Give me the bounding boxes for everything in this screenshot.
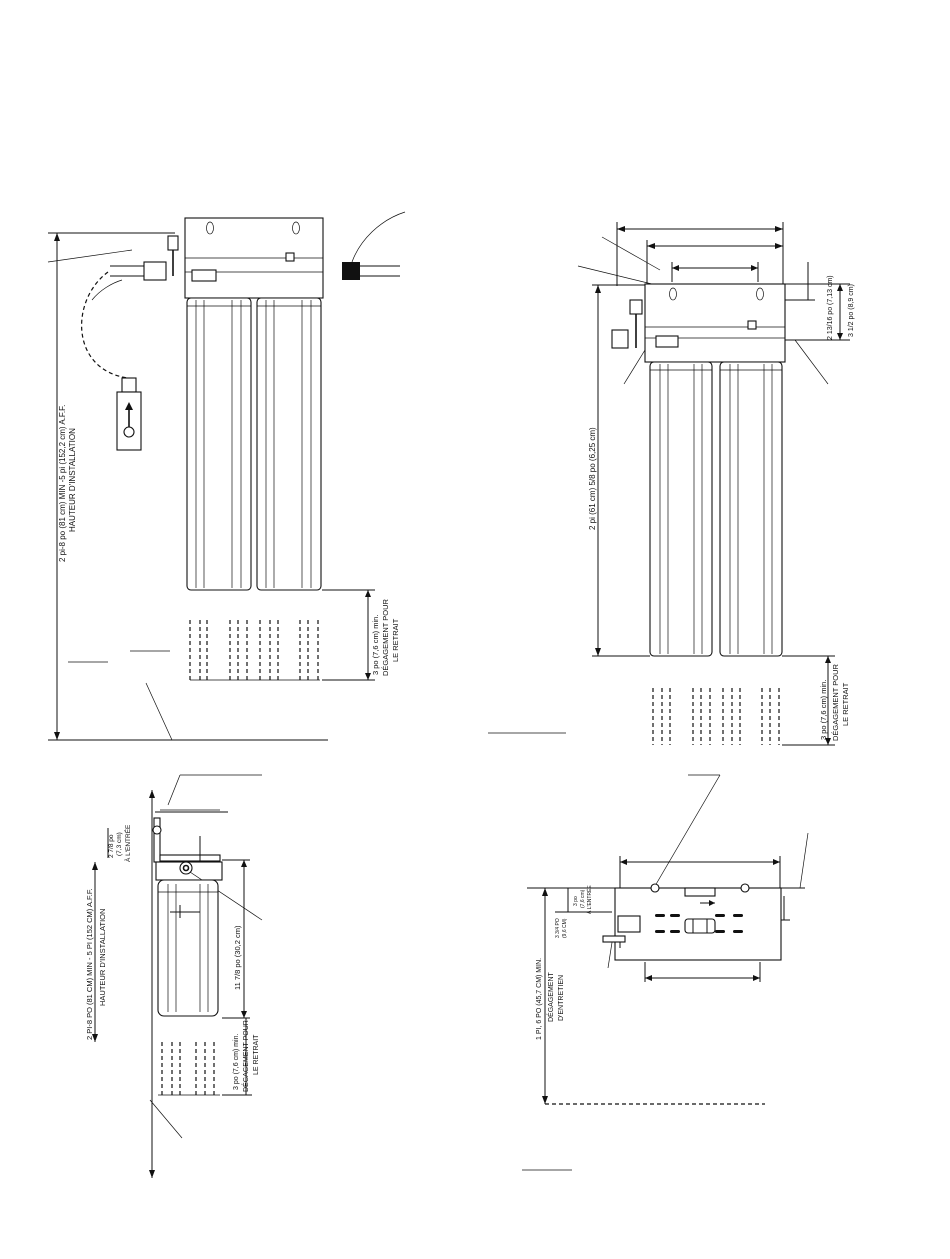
profile-clearance-label-1: 3 po (7,6 cm) min. <box>233 1034 240 1090</box>
top-service-label-1: 1 PI, 6 PO (45,7 CM) MIN. <box>536 958 543 1040</box>
top-side-dim-2: (9,6 CM) <box>562 918 568 938</box>
profile-view: 2 7/8 po (7,3 cm) À L'ENTRÉE 2 PI-8 PO (… <box>85 774 263 1178</box>
front-height-label: 2 pi (61 cm) 5/8 po (6,25 cm) <box>588 427 597 530</box>
profile-clearance-label-3: LE RETRAIT <box>253 1034 260 1075</box>
side-clearance-label-2: DÉGAGEMENT POUR <box>381 598 390 676</box>
top-service-label-2: DÉGAGEMENT <box>546 971 555 1022</box>
top-service-label-3: D'ENTRETIEN <box>558 975 565 1021</box>
side-height-label-1: 2 pi-8 po (81 cm) MIN -5 pi (152,2 cm) A… <box>58 405 67 562</box>
front-dim-right-1: 2 13/16 po (7,13 cm) <box>827 275 834 340</box>
profile-clearance-label-2: DÉGAGEMENT POUR <box>241 1020 250 1092</box>
front-view: 2 pi (61 cm) 5/8 po (6,25 cm) 2 13/16 po… <box>488 222 855 746</box>
profile-height-label-2: HAUTEUR D'INSTALLATION <box>98 909 107 1006</box>
front-clearance-label-3: LE RETRAIT <box>841 682 850 726</box>
front-dim-right-2: 3 1/2 po (8,9 cm) <box>848 284 855 337</box>
side-height-label-2: HAUTEUR D'INSTALLATION <box>68 428 77 532</box>
profile-height-label-1: 2 PI-8 PO (81 CM) MIN - 5 PI (152 CM) A.… <box>85 888 94 1040</box>
front-cartridge-housings <box>649 361 783 657</box>
profile-depth-label: 11 7/8 po (30,2 cm) <box>233 925 242 990</box>
side-removal-clearance <box>189 620 320 681</box>
front-removal-clearance <box>652 688 780 745</box>
side-clearance-label-3: LE RETRAIT <box>391 618 400 662</box>
top-view: 3 po (7,6 cm) À L'ENTRÉE 3 3/4 PO (9,6 C… <box>522 774 809 1171</box>
profile-inlet-dim-2: (7,3 cm) <box>116 832 123 856</box>
profile-inlet-dim-3: À L'ENTRÉE <box>123 824 132 862</box>
side-cartridge-housings <box>186 297 322 591</box>
front-clearance-label-1: 3 po (7,6 cm) min. <box>819 680 828 740</box>
side-installation-view: 2 pi-8 po (81 cm) MIN -5 pi (152,2 cm) A… <box>47 211 406 741</box>
top-mounting-slots <box>655 914 743 933</box>
top-inlet-dim-3: À L'ENTRÉE <box>586 885 593 914</box>
side-clearance-label-1: 3 po (7,6 cm) min. <box>371 615 380 675</box>
profile-inlet-dim-1: 2 7/8 po <box>108 834 115 858</box>
top-side-dim-1: 3 3/4 PO <box>555 918 561 938</box>
front-clearance-label-2: DÉGAGEMENT POUR <box>831 663 840 741</box>
top-inlet-dim-2: (7,6 cm) <box>580 889 586 908</box>
top-inlet-dim-1: 3 po <box>573 896 579 906</box>
